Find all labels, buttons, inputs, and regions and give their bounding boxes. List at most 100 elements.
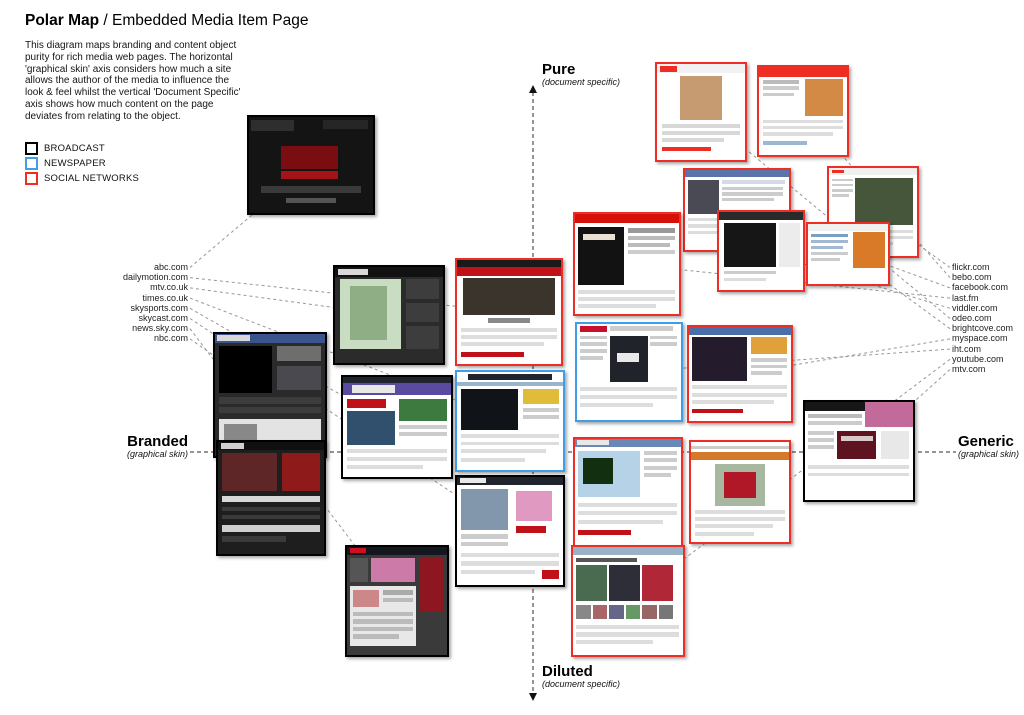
thumb-block [457, 381, 563, 386]
thumbnail-youtube [571, 545, 685, 657]
thumb-block [576, 565, 608, 601]
social-swatch-icon [25, 172, 38, 185]
thumb-block [751, 364, 787, 369]
thumb-block [694, 524, 774, 528]
thumb-block [522, 415, 559, 420]
site-label-flickr.com: flickr.com [952, 262, 990, 272]
axis-branded-subtext: (graphical skin) [126, 449, 188, 459]
thumb-block [461, 541, 508, 547]
site-label-abc.com: abc.com [153, 262, 188, 272]
site-label-mtv.co.uk: mtv.co.uk [150, 282, 188, 293]
thumb-block [251, 119, 294, 132]
thumb-block [406, 325, 439, 349]
thumb-block [461, 458, 525, 463]
thumb-block [343, 377, 451, 383]
thumb-block [855, 177, 914, 226]
axis-diluted-subtext: (document specific) [542, 679, 621, 689]
thumb-block [831, 194, 850, 198]
thumb-block [461, 569, 536, 575]
thumb-block [461, 441, 559, 446]
thumb-block [642, 605, 657, 620]
thumb-block [575, 439, 681, 448]
thumb-block [222, 536, 286, 542]
site-label-iht.com: iht.com [952, 343, 982, 354]
thumb-block [323, 119, 369, 130]
site-label-youtube.com: youtube.com [952, 353, 1004, 364]
thumb-block [399, 432, 447, 436]
thumb-block [643, 472, 672, 478]
thumb-block [692, 392, 787, 397]
thumb-block [573, 547, 683, 555]
thumb-block [662, 146, 711, 152]
thumb-block [762, 92, 795, 97]
thumb-block [722, 192, 783, 196]
broadcast-swatch-icon [25, 142, 38, 155]
thumb-block [578, 519, 663, 524]
thumb-block [762, 132, 833, 136]
thumbnail-iht [575, 322, 683, 422]
thumb-block [724, 277, 767, 281]
thumbnail-lastfm [573, 212, 681, 316]
thumb-block [779, 222, 800, 267]
thumb-block [522, 388, 559, 405]
thumb-block [831, 189, 853, 192]
thumbnail-odeo [655, 62, 747, 162]
site-label-brightcove.com: brightcove.com [952, 323, 1014, 334]
site-label-skysports.com: skysports.com [130, 302, 188, 313]
thumb-block [461, 327, 557, 332]
thumb-block [724, 472, 756, 498]
axis-generic-subtext: (graphical skin) [958, 449, 1020, 459]
thumb-block [350, 548, 366, 554]
thumb-block [808, 464, 909, 469]
thumb-block [580, 402, 653, 407]
thumb-block [578, 502, 677, 507]
thumbnail-viddler [717, 210, 805, 292]
thumb-block [399, 399, 447, 421]
thumb-block [461, 552, 559, 557]
thumb-block [406, 302, 439, 322]
thumb-block [628, 243, 670, 247]
thumb-block [662, 137, 724, 142]
thumb-block [880, 431, 909, 459]
thumb-block [580, 395, 677, 399]
thumb-block [811, 233, 848, 237]
thumb-block [461, 561, 559, 566]
thumb-block [719, 212, 803, 220]
thumb-block [691, 446, 789, 449]
thumb-block [808, 438, 835, 443]
thumb-block [722, 186, 783, 190]
thumb-block [808, 472, 909, 477]
thumb-block [580, 342, 608, 347]
thumb-block [580, 335, 608, 340]
title-primary: Polar Map [25, 12, 100, 29]
thumb-block [625, 605, 641, 620]
site-label-bebo.com: bebo.com [952, 272, 992, 283]
title-secondary: / Embedded Media Item Page [99, 12, 309, 29]
thumb-block [643, 458, 677, 463]
thumb-block [351, 385, 395, 393]
thumb-block [649, 335, 677, 340]
connector-line [802, 110, 951, 279]
thumb-block [662, 124, 740, 129]
legend-label-social: SOCIAL NETWORKS [44, 173, 140, 184]
thumb-block [811, 257, 840, 261]
axis-label-diluted: Diluted (document specific) [540, 664, 623, 689]
thumb-block [643, 450, 677, 455]
thumb-block [592, 605, 608, 620]
thumb-block [808, 413, 863, 418]
thumb-block [461, 534, 508, 539]
thumbnail-nbc-1 [213, 332, 327, 458]
thumb-block [583, 234, 615, 240]
thumb-block [578, 297, 675, 301]
thumb-block [831, 178, 853, 182]
thumb-block [457, 477, 563, 485]
thumb-block [831, 183, 853, 187]
thumbnail-brightcove [806, 222, 890, 286]
thumb-block [580, 348, 608, 353]
thumb-block [222, 506, 320, 512]
thumbnail-food-blog [689, 440, 791, 544]
legend-label-broadcast: BROADCAST [44, 143, 105, 154]
